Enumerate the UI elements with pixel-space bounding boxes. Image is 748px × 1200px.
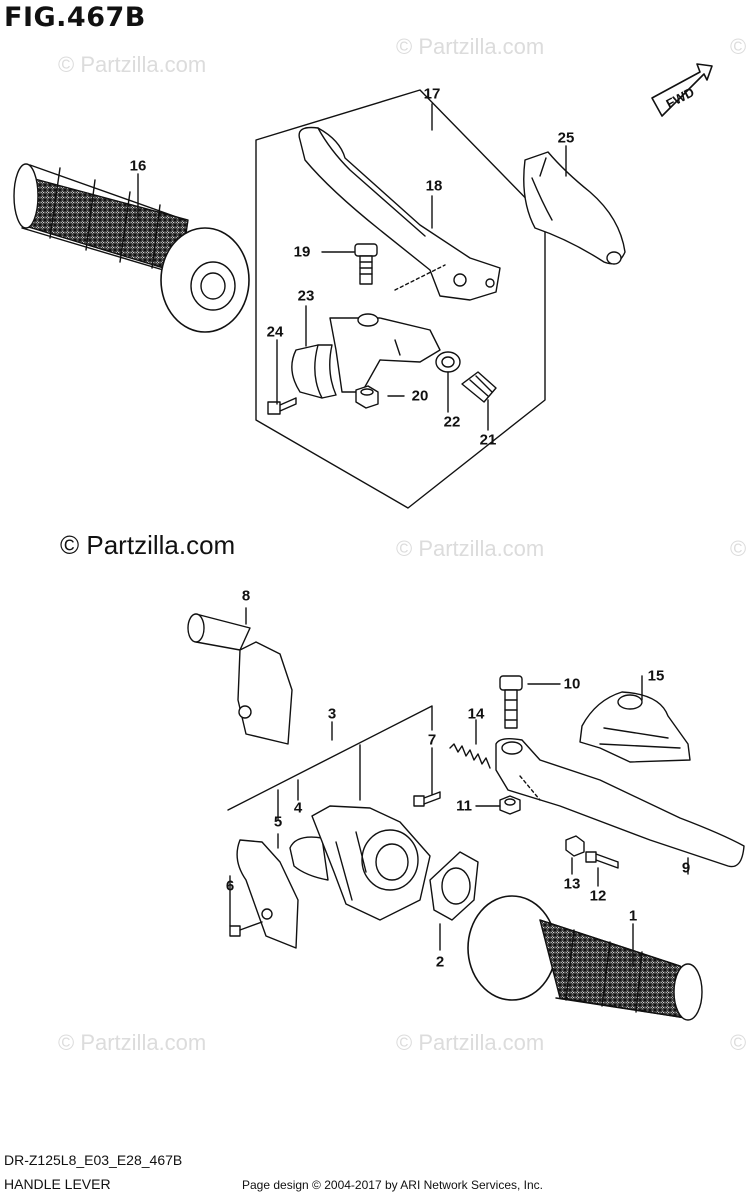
diagram-code: DR-Z125L8_E03_E28_467B bbox=[4, 1152, 183, 1168]
copyright-credit: Page design © 2004-2017 by ARI Network S… bbox=[242, 1178, 544, 1192]
watermark: © Partzilla.com bbox=[730, 1030, 748, 1055]
part-6-screw bbox=[229, 921, 263, 937]
callout-2: 2 bbox=[435, 953, 445, 971]
part-4-spacer bbox=[289, 836, 329, 881]
part-18-lever bbox=[298, 126, 501, 301]
callout-15: 15 bbox=[647, 667, 665, 685]
part-8-boot bbox=[187, 613, 293, 745]
part-2-collar bbox=[429, 851, 479, 921]
watermark: © Partzilla.com bbox=[730, 34, 748, 59]
watermark: © Partzilla.com bbox=[730, 536, 748, 561]
watermark-main: © Partzilla.com bbox=[60, 530, 236, 560]
callout-12: 12 bbox=[589, 887, 607, 905]
callout-4: 4 bbox=[293, 799, 303, 817]
watermark: © Partzilla.com bbox=[396, 1030, 545, 1055]
callout-6: 6 bbox=[225, 877, 235, 895]
callout-9: 9 bbox=[681, 859, 691, 877]
part-12-screw bbox=[585, 851, 619, 869]
switch-housing bbox=[311, 805, 431, 921]
callout-8: 8 bbox=[241, 587, 251, 605]
part-23-clamp bbox=[291, 344, 337, 399]
figure-title: FIG.467B bbox=[4, 2, 146, 33]
callout-5: 5 bbox=[273, 813, 283, 831]
callout-14: 14 bbox=[467, 705, 485, 723]
callout-11: 11 bbox=[456, 797, 472, 815]
watermark: © Partzilla.com bbox=[396, 536, 545, 561]
callout-19: 19 bbox=[293, 243, 311, 261]
lever-bracket bbox=[329, 264, 446, 393]
part-11-nut bbox=[499, 795, 521, 815]
callout-17: 17 bbox=[423, 85, 441, 103]
callout-22: 22 bbox=[443, 413, 461, 431]
callout-20: 20 bbox=[411, 387, 429, 405]
callout-18: 18 bbox=[425, 177, 443, 195]
part-20-nut bbox=[355, 385, 379, 409]
watermark: © Partzilla.com bbox=[58, 52, 207, 77]
watermark: © Partzilla.com bbox=[58, 1030, 207, 1055]
callout-3: 3 bbox=[327, 705, 337, 723]
part-5-plate bbox=[236, 839, 299, 949]
watermark: © Partzilla.com bbox=[396, 34, 545, 59]
part-14-spring bbox=[449, 743, 491, 769]
callout-1: 1 bbox=[628, 907, 638, 925]
callout-10: 10 bbox=[563, 675, 581, 693]
callout-7: 7 bbox=[427, 731, 437, 749]
part-25-cover bbox=[523, 151, 626, 265]
assembly-17-frame bbox=[255, 89, 546, 509]
part-1-grip bbox=[467, 895, 703, 1021]
callout-23: 23 bbox=[297, 287, 315, 305]
callout-24: 24 bbox=[266, 323, 284, 341]
part-22-ring bbox=[435, 351, 461, 373]
callout-25: 25 bbox=[557, 129, 575, 147]
part-24-screw bbox=[267, 397, 297, 415]
part-16-grip bbox=[13, 163, 250, 333]
callout-16: 16 bbox=[129, 157, 147, 175]
part-13-nut bbox=[565, 835, 585, 857]
part-7-screw bbox=[413, 791, 441, 807]
forward-direction-icon: FWD bbox=[651, 63, 713, 117]
part-19-bolt bbox=[354, 243, 378, 285]
callout-21: 21 bbox=[479, 431, 497, 449]
part-9-lever bbox=[495, 737, 745, 868]
diagram-name: HANDLE LEVER bbox=[4, 1176, 111, 1192]
part-10-bolt bbox=[499, 675, 523, 729]
callout-13: 13 bbox=[563, 875, 581, 893]
part-21-adjuster bbox=[461, 371, 497, 403]
part-15-cover bbox=[579, 691, 691, 763]
